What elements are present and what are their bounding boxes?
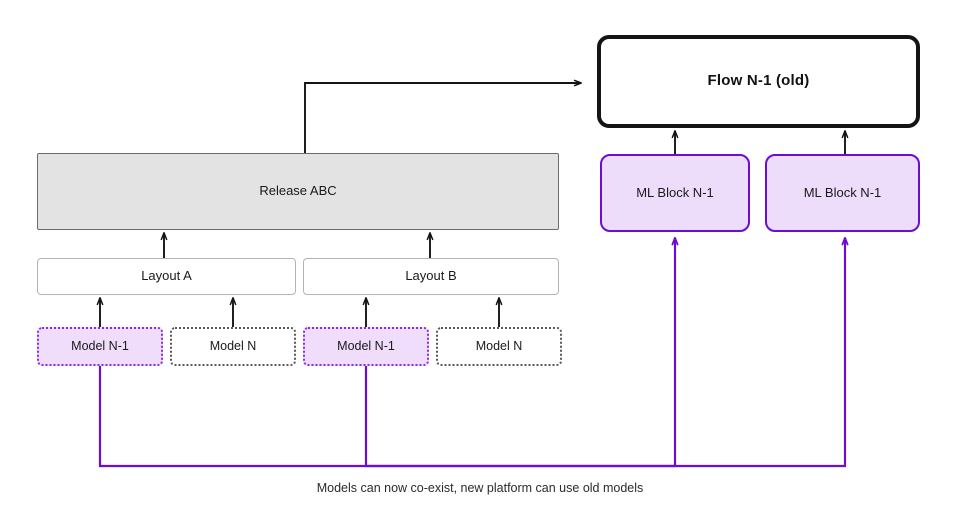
node-layout-b[interactable]: Layout B [303,258,559,295]
node-model-n-1-a[interactable]: Model N-1 [37,327,163,366]
node-ml-block-2[interactable]: ML Block N-1 [765,154,920,232]
node-ml-block-1-label: ML Block N-1 [636,184,714,200]
node-model-n-1-a-label: Model N-1 [71,338,129,353]
diagram-caption: Models can now co-exist, new platform ca… [316,481,644,495]
edge-release-to-flow [304,79,582,153]
node-model-n-b-label: Model N [475,338,523,353]
node-layout-b-label: Layout B [405,268,457,284]
node-layout-a-label: Layout A [141,268,192,284]
node-model-n-1-b-label: Model N-1 [337,338,395,353]
node-layout-a[interactable]: Layout A [37,258,296,295]
node-flow-n-1-old[interactable]: Flow N-1 (old) [597,35,920,128]
node-ml-block-2-label: ML Block N-1 [803,184,882,200]
node-model-n-1-b[interactable]: Model N-1 [303,327,429,366]
node-flow-label: Flow N-1 (old) [707,72,810,90]
node-ml-block-1[interactable]: ML Block N-1 [600,154,750,232]
node-release-label: Release ABC [259,183,337,199]
node-model-n-b[interactable]: Model N [436,327,562,366]
node-model-n-a[interactable]: Model N [170,327,296,366]
node-model-n-a-label: Model N [209,338,257,353]
node-release-abc[interactable]: Release ABC [37,153,559,230]
